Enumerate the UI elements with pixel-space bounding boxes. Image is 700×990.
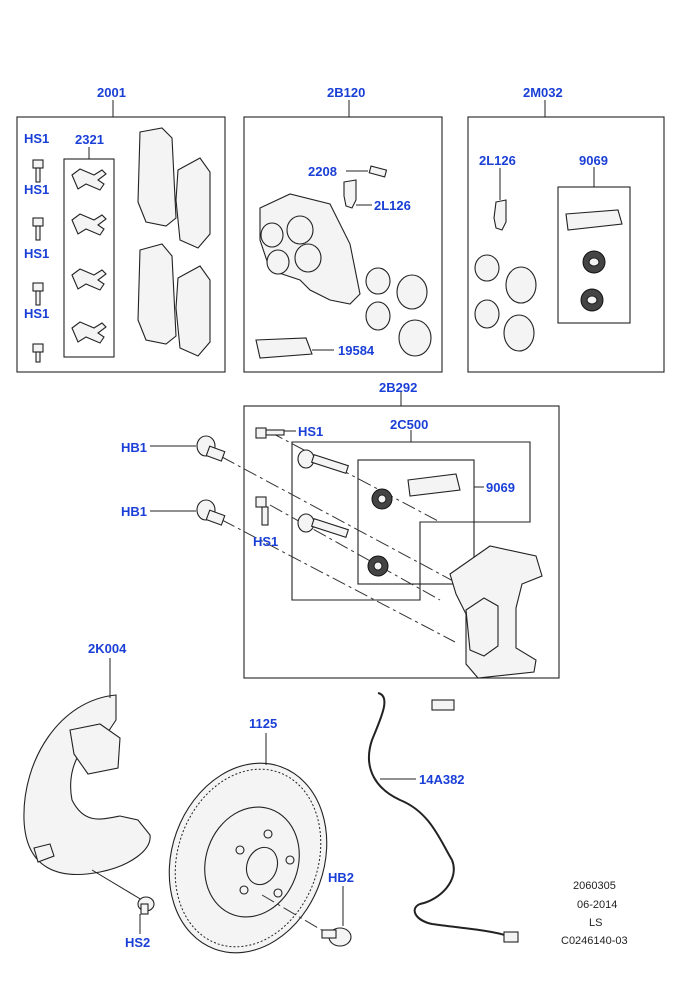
boot-1 xyxy=(582,250,606,274)
label-2b292: 2B292 xyxy=(379,380,417,395)
wear-sensor xyxy=(367,692,519,943)
label-hb1-top: HB1 xyxy=(121,440,147,455)
caliper-group xyxy=(243,100,443,373)
hs1-carrier-bolt-bottom xyxy=(255,496,269,526)
caliper-box xyxy=(243,116,443,373)
pads-group xyxy=(16,100,226,373)
grease-sachet-right xyxy=(565,209,623,231)
pad-clip-2 xyxy=(71,213,107,236)
piston-seal-1 xyxy=(365,267,391,295)
pad-clip-1 xyxy=(71,168,107,191)
footer-ref: 2060305 xyxy=(573,880,616,892)
label-hb2: HB2 xyxy=(328,870,354,885)
label-2k004: 2K004 xyxy=(88,641,127,656)
boot-2 xyxy=(580,288,604,312)
brake-disc xyxy=(168,733,328,954)
label-2001: 2001 xyxy=(97,85,126,100)
footer-date: 06-2014 xyxy=(577,899,617,911)
pad-clip-4 xyxy=(71,321,107,344)
seal-ring-1 xyxy=(474,254,500,282)
pin-grease-sachet xyxy=(407,473,461,497)
guide-pin-top xyxy=(297,449,350,475)
seal-ring-2 xyxy=(505,266,537,304)
pins-box xyxy=(291,441,531,601)
hs1-bolt-4 xyxy=(32,343,44,363)
label-hs1-d: HS1 xyxy=(24,306,49,321)
piston-seal-3 xyxy=(365,301,391,331)
pin-boot-1 xyxy=(371,488,393,510)
label-1125: 1125 xyxy=(249,716,277,731)
label-2m032: 2M032 xyxy=(523,85,563,100)
carrier-group xyxy=(150,391,560,679)
label-2321: 2321 xyxy=(75,132,104,147)
brake-pad-3 xyxy=(137,243,177,345)
label-2l126-right: 2L126 xyxy=(479,153,516,168)
seal-ring-4 xyxy=(503,314,535,352)
label-2208: 2208 xyxy=(308,164,337,179)
label-hs1-bolt-bottom: HS1 xyxy=(253,534,278,549)
dust-cap-left xyxy=(343,179,357,209)
label-hs1-bolt-top: HS1 xyxy=(298,424,323,439)
label-19584: 19584 xyxy=(338,343,375,358)
seal-kit-group xyxy=(467,100,665,373)
label-hs1-b: HS1 xyxy=(24,182,49,197)
label-hs1-c: HS1 xyxy=(24,246,49,261)
hb1-bolt-top xyxy=(196,435,226,462)
label-2b120: 2B120 xyxy=(327,85,365,100)
caliper-housing xyxy=(259,193,361,305)
label-hs2: HS2 xyxy=(125,935,150,950)
pads-box xyxy=(16,116,226,373)
label-2c500: 2C500 xyxy=(390,417,428,432)
hb1-bolt-bottom xyxy=(196,499,226,526)
hs1-bolt-1 xyxy=(32,159,44,183)
seal-kit-box xyxy=(467,116,665,373)
label-9069-pins: 9069 xyxy=(486,480,515,495)
piston-seal-2 xyxy=(396,274,428,310)
pin-boot-2 xyxy=(367,555,389,577)
pins-grease-box xyxy=(357,459,475,585)
grease-sachet-left xyxy=(255,337,313,359)
hs1-bolt-3 xyxy=(32,282,44,306)
bleed-screw xyxy=(368,165,388,178)
brake-pad-1 xyxy=(137,127,177,227)
label-hs1-a: HS1 xyxy=(24,131,49,146)
label-2l126-left: 2L126 xyxy=(374,198,411,213)
hs1-bolt-2 xyxy=(32,217,44,241)
brake-pad-4 xyxy=(175,265,211,357)
hs2-bolt xyxy=(137,896,155,934)
guide-pin-bottom xyxy=(297,513,350,539)
hs1-carrier-bolt-top xyxy=(255,427,285,439)
pad-clip-3 xyxy=(71,268,107,291)
splash-shield xyxy=(23,658,151,901)
footer-code: LS xyxy=(589,917,602,929)
dust-cap-right xyxy=(493,199,507,231)
brake-pad-2 xyxy=(175,157,211,249)
caliper-carrier-bracket xyxy=(449,545,543,679)
seal-ring-3 xyxy=(474,299,500,329)
footer-image-code: C0246140-03 xyxy=(561,935,628,947)
hb2-screw xyxy=(321,886,352,947)
piston-seal-4 xyxy=(398,319,432,357)
label-14a382: 14A382 xyxy=(419,772,465,787)
label-hb1-bottom: HB1 xyxy=(121,504,147,519)
label-9069-right: 9069 xyxy=(579,153,608,168)
